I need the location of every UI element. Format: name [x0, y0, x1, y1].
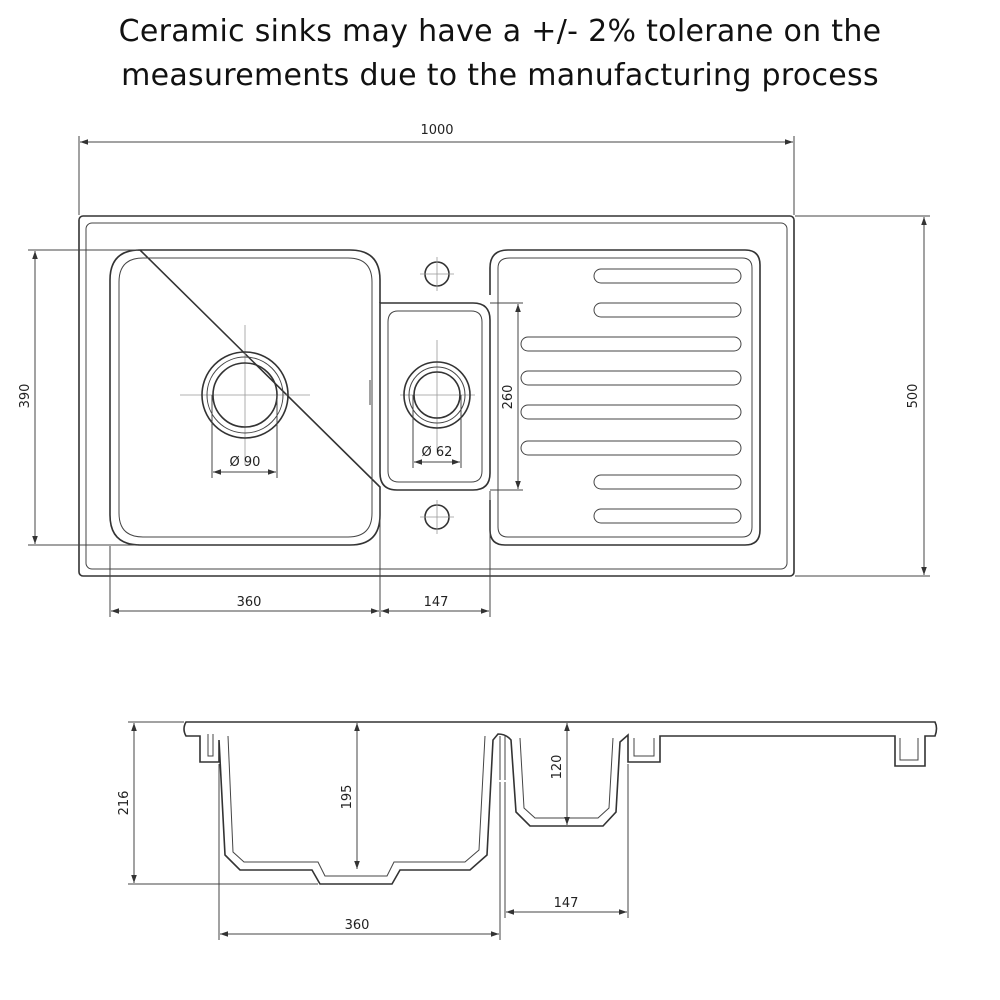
half-bowl-depth-label: 260 [501, 385, 516, 410]
section-view: 216 195 120 360 147 [117, 721, 938, 940]
drainer-groove [593, 302, 742, 318]
drainer [489, 249, 761, 546]
dim-half-bowl-depth: 260 [490, 302, 523, 491]
sink-section-profile [183, 721, 938, 885]
plan-view: 1000 500 390 260 Ø 90 [18, 123, 930, 617]
main-bowl-depth-label: 390 [18, 384, 33, 409]
dim-overall-width: 1000 [78, 123, 795, 215]
drainer-groove [520, 440, 742, 456]
dim-section-half-bowl-width: 147 [504, 764, 629, 918]
drainer-groove [593, 268, 742, 284]
tap-hole-bottom [420, 500, 454, 534]
main-bowl-height-label: 195 [340, 785, 355, 810]
dim-half-bowl-width: 147 [381, 491, 491, 617]
notice-line-2: measurements due to the manufacturing pr… [121, 58, 879, 93]
main-bowl [109, 249, 381, 546]
dim-half-waste-diameter: Ø 62 [412, 395, 462, 468]
dim-main-waste-diameter: Ø 90 [211, 395, 278, 478]
dim-overall-depth: 500 [795, 215, 930, 577]
tolerance-notice: Ceramic sinks may have a +/- 2% tolerane… [0, 10, 1000, 98]
tap-hole-top [420, 257, 454, 291]
drainer-groove [520, 336, 742, 352]
overall-depth-label: 500 [906, 384, 921, 409]
notice-line-1: Ceramic sinks may have a +/- 2% tolerane… [118, 14, 882, 49]
dim-section-main-bowl-width: 360 [218, 764, 501, 940]
overall-width-label: 1000 [420, 123, 453, 138]
sink-rim [85, 222, 788, 570]
drainer-groove [520, 370, 742, 386]
sink-outline [78, 215, 795, 577]
main-waste-outlet [180, 325, 310, 465]
section-half-bowl-width-label: 147 [554, 896, 579, 911]
dim-section-half-bowl-height: 120 [550, 723, 570, 825]
drainer-groove [593, 508, 742, 524]
half-bowl-height-label: 120 [550, 755, 565, 780]
half-bowl-width-label: 147 [424, 595, 449, 610]
drainer-groove [593, 474, 742, 490]
main-bowl-width-label: 360 [237, 595, 262, 610]
dim-section-main-bowl-height: 195 [340, 723, 360, 869]
dim-main-bowl-width: 360 [109, 490, 381, 617]
half-waste-diameter-label: Ø 62 [422, 445, 453, 460]
overall-height-label: 216 [117, 791, 132, 816]
drainer-groove [520, 404, 742, 420]
drainer-grooves [520, 268, 742, 524]
section-main-bowl-width-label: 360 [345, 918, 370, 933]
main-waste-diameter-label: Ø 90 [230, 455, 261, 470]
dim-main-bowl-depth: 390 [18, 249, 138, 546]
dim-section-overall-height: 216 [117, 721, 318, 885]
half-waste-outlet [400, 340, 475, 450]
